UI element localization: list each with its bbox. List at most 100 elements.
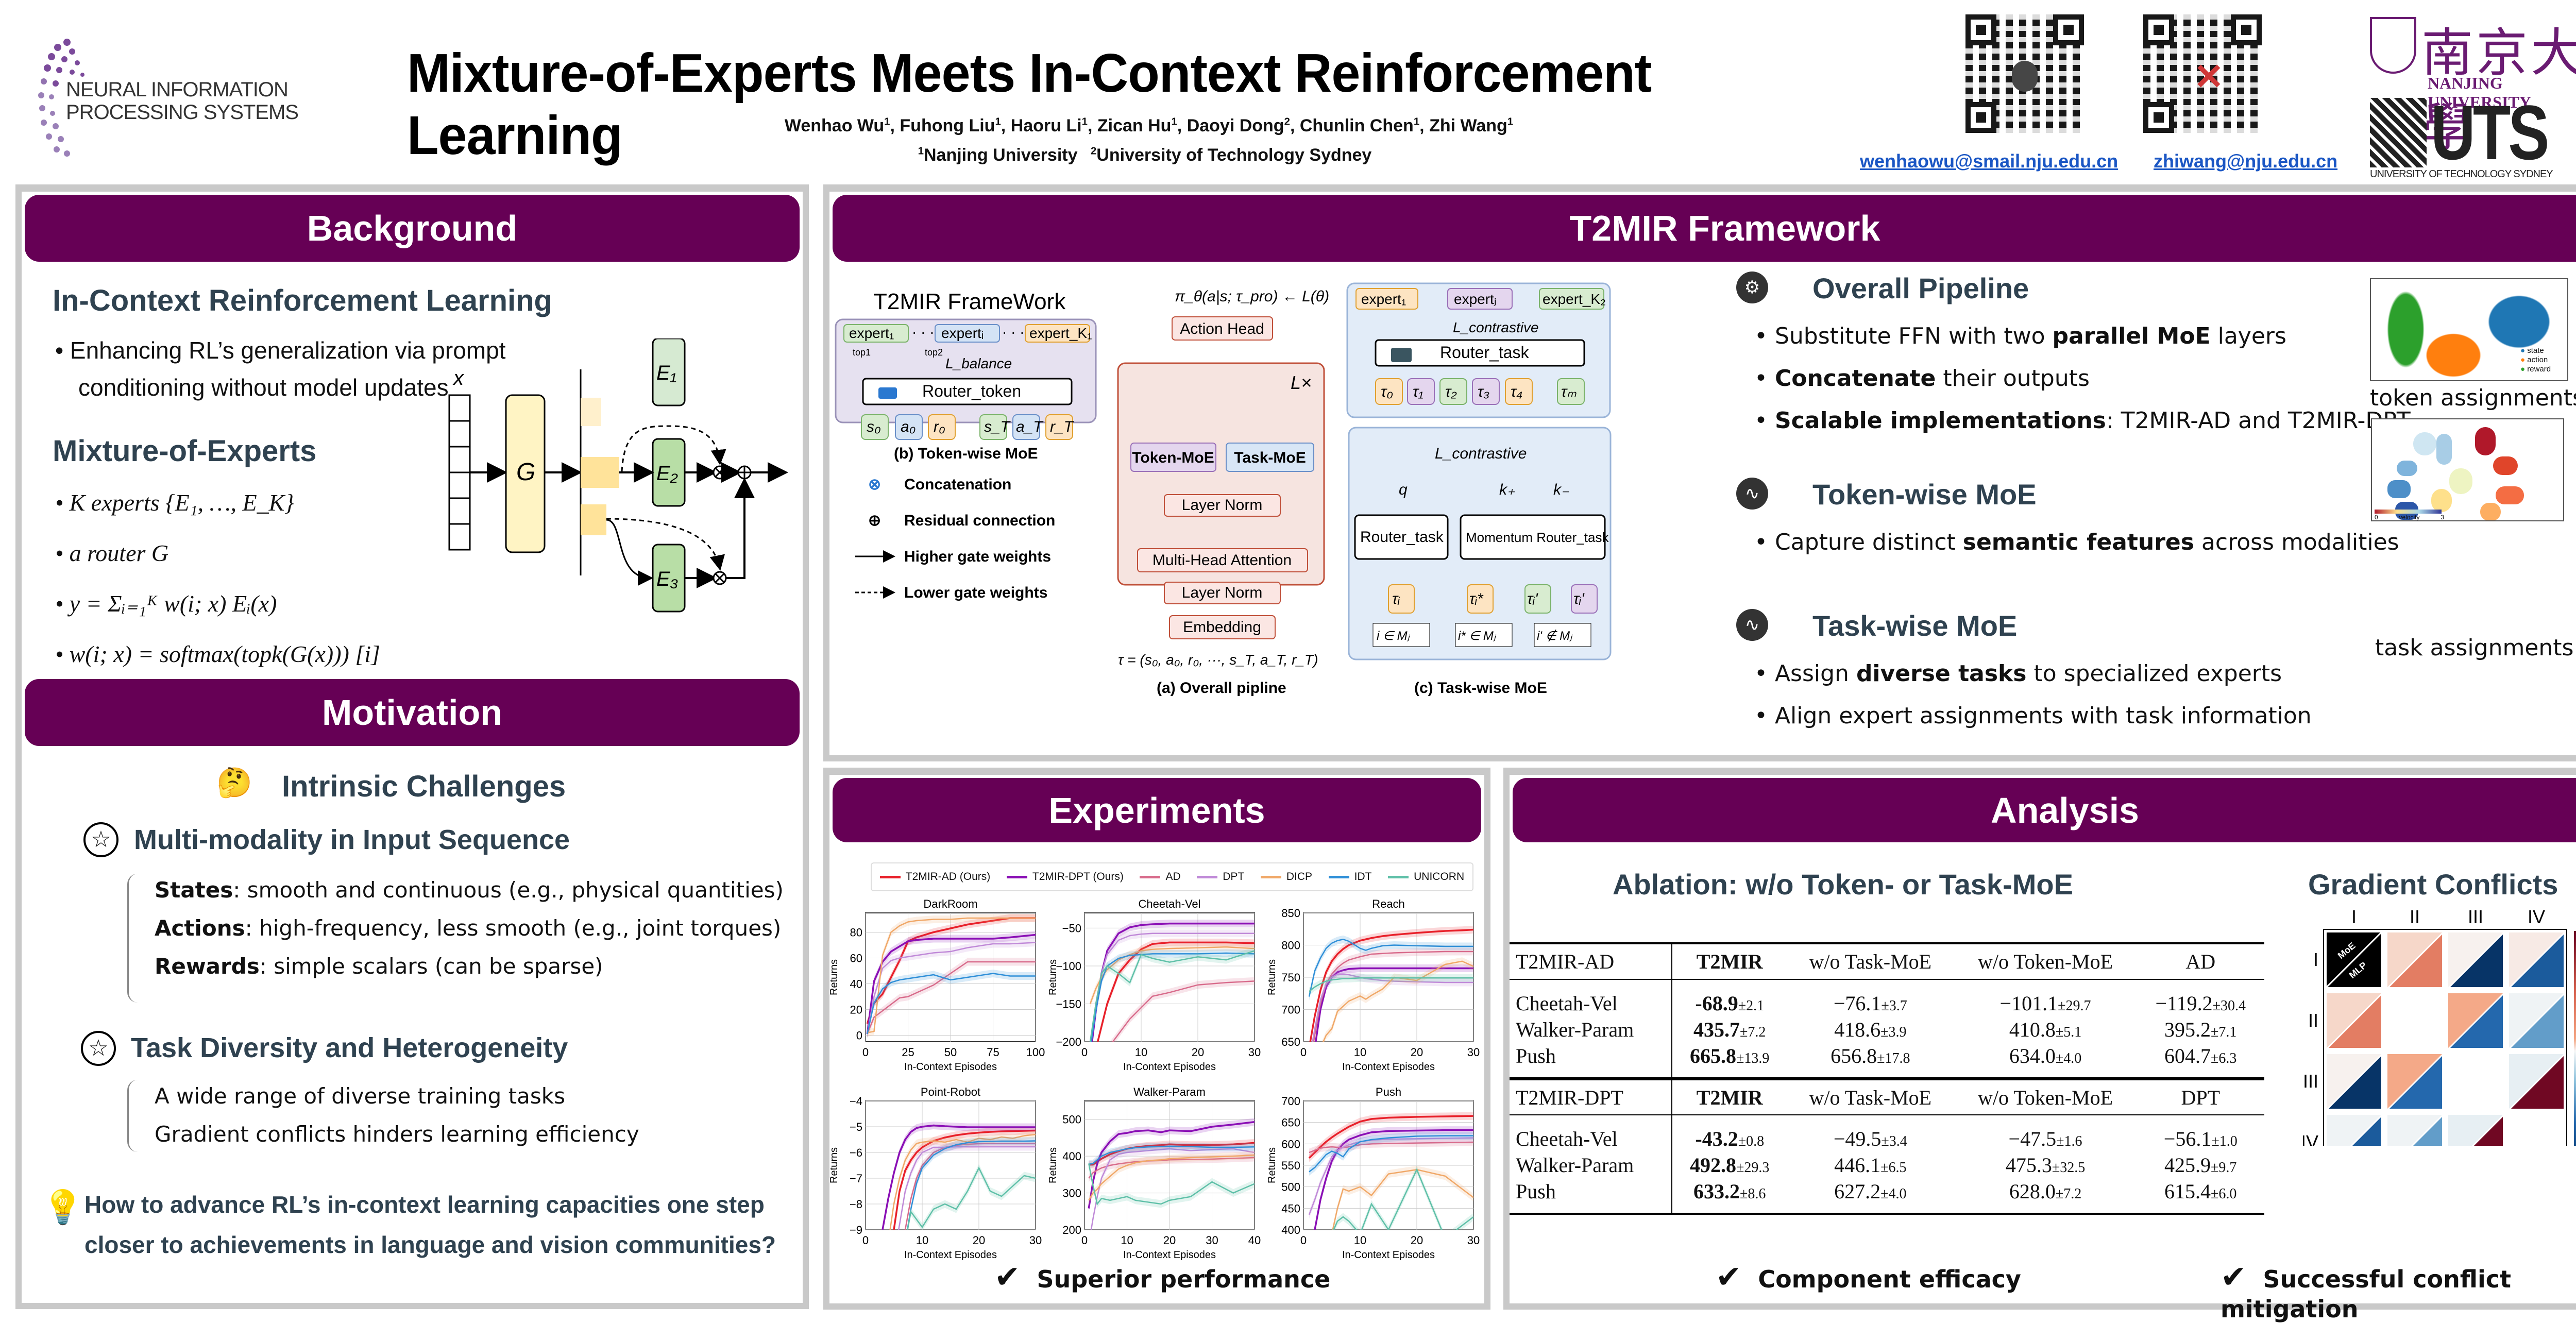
chart-title: DarkRoom (923, 897, 977, 910)
svg-text:r_T: r_T (1050, 418, 1075, 435)
series-line (866, 917, 1036, 1024)
series-band (867, 914, 1036, 1028)
background-header: Background (25, 195, 800, 262)
legend-swatch (1328, 875, 1349, 878)
author-name: Zhi Wang1 (1429, 116, 1514, 135)
series-line (867, 961, 1036, 1034)
logo-text-line2: PROCESSING SYSTEMS (66, 101, 299, 124)
task-diversity-heading: Task Diversity and Heterogeneity (131, 1032, 568, 1063)
list-item: Rewards: simple scalars (can be sparse) (155, 954, 603, 979)
arxiv-icon: ✕ (2194, 57, 2224, 97)
email-link-zhiwang[interactable]: zhiwang@nju.edu.cn (2154, 150, 2338, 172)
series-line (1309, 1135, 1473, 1173)
series-line (867, 942, 1036, 1034)
svg-text:L_contrastive: L_contrastive (1453, 319, 1539, 335)
background-panel: Background In-Context Reinforcement Lear… (15, 184, 809, 671)
x-axis-label: In-Context Episodes (904, 1249, 997, 1261)
x-tick-label: 0 (1300, 1046, 1307, 1059)
chart-title: Push (1376, 1085, 1401, 1098)
conflict-mitigation: ✔ Successful conflict mitigation (2221, 1259, 2511, 1323)
x-tick-label: 10 (1354, 1234, 1366, 1247)
heatmap-cell-mlp (2511, 1056, 2564, 1109)
section-bullet: • Assign diverse tasks to specialized ex… (1754, 660, 2282, 687)
svg-text:· · ·: · · · (1002, 324, 1025, 340)
y-tick-label: 650 (1281, 1036, 1300, 1048)
series-band (1089, 1139, 1255, 1169)
svg-text:top1: top1 (853, 347, 871, 358)
svg-text:expertᵢ: expertᵢ (941, 325, 984, 341)
nju-chinese-name: 南京大學 (2421, 23, 2576, 158)
series-line (882, 1124, 1036, 1230)
heatmap-cell-mlp (2511, 995, 2564, 1048)
y-tick-label: 550 (1281, 1159, 1300, 1172)
heatmap-cell-moe (2327, 1054, 2381, 1109)
y-tick-label: −7 (850, 1172, 862, 1185)
author-name: Daoyi Dong2, (1187, 116, 1300, 135)
trajectory-input: τ = (s₀, a₀, r₀, ···, s_T, a_T, r_T) (1118, 652, 1318, 668)
chart-title: Reach (1372, 897, 1405, 910)
heatmap-cell-mlp (2352, 1117, 2381, 1146)
legend-swatch (1197, 875, 1218, 878)
uts-wordmark: UTS (2431, 89, 2549, 176)
y-tick-label: 40 (850, 978, 862, 991)
github-qr-code[interactable] (1965, 14, 2084, 133)
thinking-person-icon: 🤔 (216, 766, 252, 799)
svg-text:τ₁: τ₁ (1413, 383, 1423, 400)
svg-text:Router_token: Router_token (922, 382, 1021, 400)
series-line (1332, 1169, 1473, 1230)
col-label: III (2468, 906, 2483, 927)
series-line (1315, 967, 1473, 1042)
legend-concat-icon: ⊗ (868, 476, 881, 493)
row-label: IV (2303, 1131, 2318, 1146)
series-line (893, 1129, 1036, 1230)
x-axis-label: In-Context Episodes (904, 1061, 997, 1073)
x-tick-label: 20 (973, 1234, 985, 1247)
task-scatter-caption-text: task assignments (2375, 635, 2574, 661)
y-tick-label: 60 (850, 952, 862, 965)
svg-text:expert₁: expert₁ (849, 325, 894, 341)
svg-text:Task-MoE: Task-MoE (1234, 449, 1306, 466)
y-tick-label: 20 (850, 1004, 862, 1016)
lightbulb-icon: ∿ (1736, 478, 1768, 510)
experiments-panel: Experiments T2MIR-AD (Ours)T2MIR-DPT (Ou… (823, 768, 1490, 1310)
y-tick-label: 300 (1062, 1187, 1081, 1200)
x-tick-label: 25 (902, 1046, 914, 1059)
legend-entry: T2MIR-DPT (Ours) (1006, 871, 1124, 883)
moe-diagram: x G E₁ E₂ E₃ (448, 338, 788, 613)
table-row: Cheetah-Vel-43.2±0.8−49.5±3.4−47.5±1.6−5… (1510, 1115, 2264, 1152)
x-tick-label: 30 (1467, 1046, 1480, 1059)
list-item: Actions: high-frequency, less smooth (e.… (155, 915, 782, 941)
y-axis-label: Returns (1266, 1147, 1278, 1183)
x-axis-label: In-Context Episodes (1123, 1249, 1216, 1261)
series-line (1314, 1129, 1473, 1230)
y-tick-label: 80 (850, 926, 862, 939)
framework-fig-title: T2MIR FrameWork (873, 289, 1066, 314)
series-band (1315, 964, 1473, 1042)
table-row: Cheetah-Vel-68.9±2.1−76.1±3.7−101.1±29.7… (1510, 979, 2264, 1016)
svg-text:Layer Norm: Layer Norm (1182, 584, 1263, 601)
gradient-title: Gradient Conflicts (2308, 868, 2558, 901)
x-tick-label: 0 (1081, 1234, 1088, 1247)
author-name: Haoru Li1, (1010, 116, 1097, 135)
y-axis-label: Returns (829, 959, 840, 995)
ablation-title: Ablation: w/o Token- or Task-MoE (1613, 868, 2073, 901)
email-link-wenhaowu[interactable]: wenhaowu@smail.nju.edu.cn (1860, 150, 2119, 172)
svg-text:expertⱼ: expertⱼ (1454, 291, 1497, 307)
y-tick-label: −200 (1056, 1036, 1081, 1048)
svg-text:Action Head: Action Head (1180, 320, 1264, 337)
series-line (1309, 928, 1473, 1042)
x-tick-label: 100 (1026, 1046, 1045, 1059)
col-label: I (2351, 906, 2357, 927)
series-band (1312, 970, 1473, 1042)
paper-qr-code[interactable]: ✕ (2143, 14, 2262, 133)
lightbulb-icon: 💡 (42, 1189, 83, 1226)
svg-text:τ₄: τ₄ (1511, 383, 1522, 400)
